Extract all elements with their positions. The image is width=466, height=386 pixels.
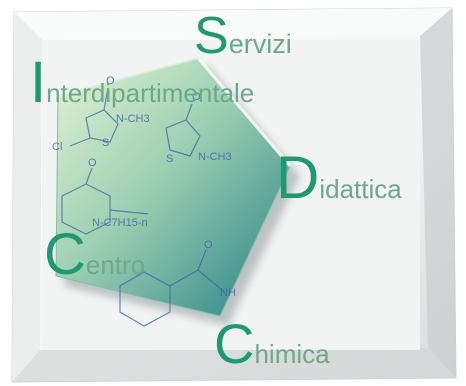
atom-s-2: S (166, 153, 173, 165)
logo-word-servizi: Servizi (194, 10, 292, 62)
logo-word-centro: Centro (44, 226, 145, 284)
word-rest: nterdipartimentale (46, 78, 255, 108)
initial-letter: I (30, 50, 47, 115)
structure-label-1: N-CH3 (116, 113, 150, 125)
atom-o-4: O (204, 239, 213, 251)
initial-letter: C (214, 312, 255, 375)
atom-o-2: O (192, 91, 201, 103)
word-rest: ervizi (228, 29, 292, 59)
logo-word-chimica: Chimica (214, 316, 330, 372)
atom-o-3: O (88, 157, 97, 169)
structure-label-3: N-C7H15-n (92, 217, 148, 229)
initial-letter: D (276, 144, 320, 211)
structure-label-4: NH (220, 287, 236, 299)
atom-o-1: O (106, 75, 115, 87)
logo-word-didattica: Didattica (276, 148, 402, 208)
atom-cl: Cl (52, 141, 62, 153)
structure-label-2: N-CH3 (198, 151, 232, 163)
word-rest: himica (254, 339, 330, 369)
word-rest: idattica (319, 174, 402, 204)
logo-word-interdipartimentale: Interdipartimentale (30, 54, 254, 112)
word-rest: entro (85, 250, 146, 280)
atom-s-1: S (102, 137, 109, 149)
initial-letter: S (194, 7, 229, 65)
initial-letter: C (44, 222, 86, 287)
